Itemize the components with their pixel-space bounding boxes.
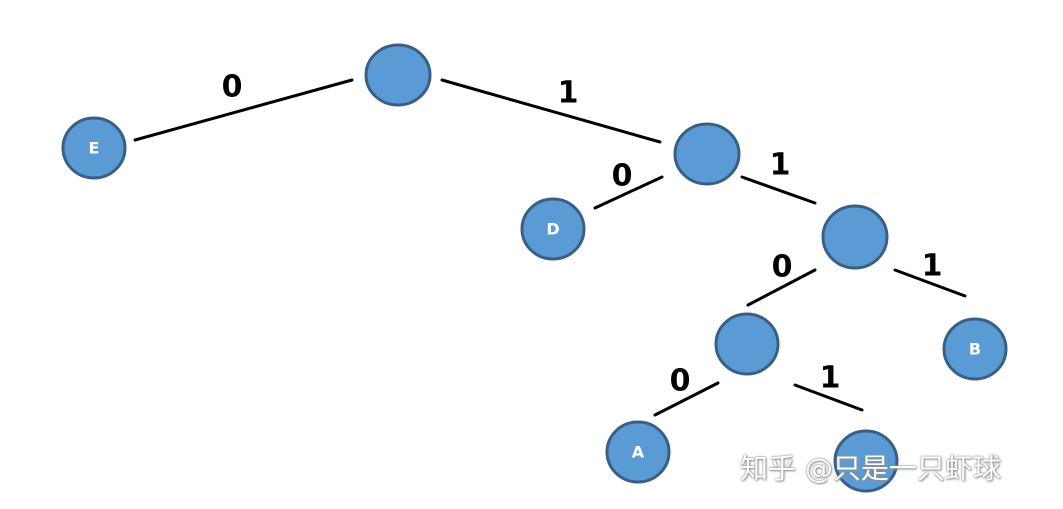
node-n1: [673, 122, 741, 186]
node-b: B: [942, 317, 1008, 381]
node-n110: [714, 312, 780, 376]
edge-label-n1-n11: 1: [770, 148, 791, 183]
edge-root-e: [133, 78, 354, 142]
edge-label-n1-d: 0: [612, 159, 633, 194]
node-label-b: B: [969, 340, 981, 359]
node-e: E: [61, 116, 127, 180]
node-n11: [821, 204, 889, 270]
edge-n110-c: [793, 383, 864, 412]
node-a: A: [605, 420, 671, 484]
edge-label-n110-a: 0: [670, 364, 691, 399]
edge-label-root-e: 0: [222, 70, 243, 105]
edge-n1-n11: [740, 175, 817, 205]
edge-n11-n110: [746, 268, 817, 307]
edge-n1-d: [593, 175, 664, 210]
edge-label-root-n1: 1: [558, 76, 579, 111]
node-root: [364, 43, 432, 107]
edge-n11-b: [893, 268, 967, 298]
node-label-e: E: [89, 139, 100, 158]
node-d: D: [520, 197, 586, 261]
watermark: 知乎 @只是一只虾球: [740, 452, 1001, 485]
edge-n110-a: [653, 381, 720, 417]
node-label-d: D: [546, 220, 559, 239]
edge-label-n11-n110: 0: [772, 250, 793, 285]
edge-label-n11-b: 1: [922, 249, 943, 284]
node-label-a: A: [632, 443, 645, 462]
edge-label-n110-c: 1: [820, 361, 841, 396]
node-c: [833, 429, 899, 493]
edge-root-n1: [440, 78, 662, 144]
